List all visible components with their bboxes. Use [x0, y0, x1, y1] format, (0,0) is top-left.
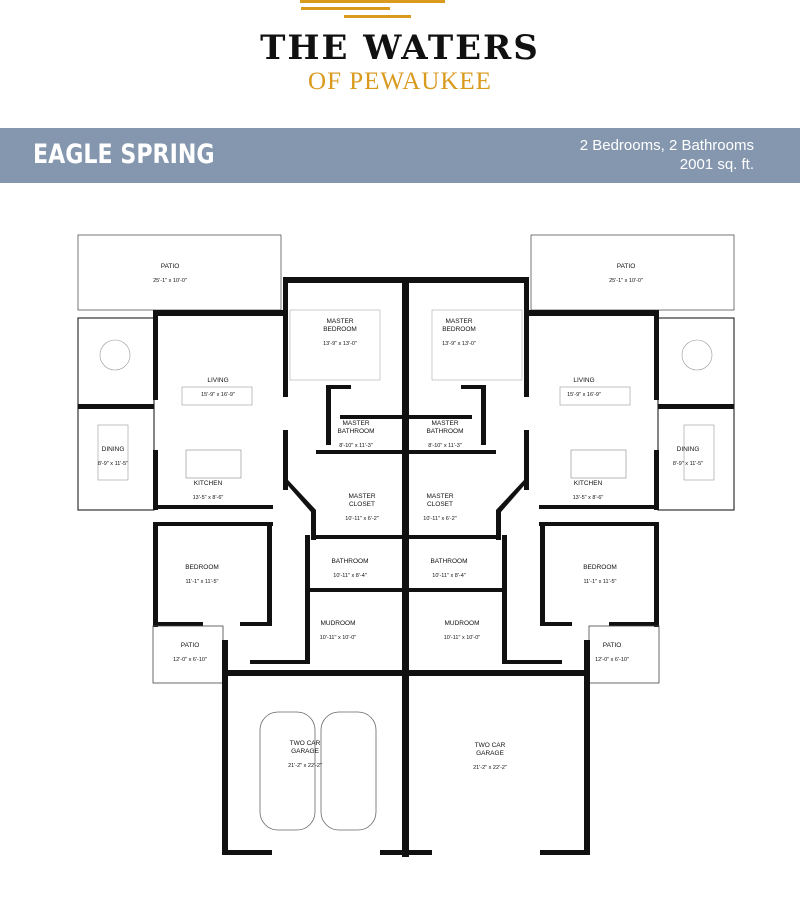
logo-title: THE WATERS [260, 28, 540, 68]
room-dimensions-left: 13'-9" x 13'-0" [323, 341, 357, 347]
room-name-right: MASTER [445, 318, 472, 325]
room-name-left: TWO CAR [290, 740, 321, 747]
room-dimensions-left: 25'-1" x 10'-0" [153, 278, 187, 284]
room-dimensions-right: 11'-1" x 11'-5" [583, 579, 616, 585]
logo-bar [300, 0, 445, 3]
room-dimensions-left: 10'-11" x 10'-0" [320, 635, 357, 641]
room-name-left: BATHROOM [337, 428, 374, 435]
room-name-right: MASTER [431, 420, 458, 427]
room-dimensions-right: 10'-11" x 8'-4" [432, 573, 465, 579]
room-dimensions-right: 25'-1" x 10'-0" [609, 278, 643, 284]
room-name-right: CLOSET [427, 501, 453, 508]
room-dimensions-right: 10'-11" x 10'-0" [444, 635, 481, 641]
square-footage: 2001 sq. ft. [679, 156, 754, 173]
model-info: 2 Bedrooms, 2 Bathrooms 2001 sq. ft. [580, 136, 754, 174]
room-dimensions-right: 10'-11" x 6'-2" [423, 516, 456, 522]
room-name-right: MASTER [426, 493, 453, 500]
room-dimensions-right: 12'-0" x 6'-10" [595, 657, 629, 663]
room-name-left: PATIO [181, 642, 200, 649]
room-dimensions-left: 12'-0" x 6'-10" [173, 657, 207, 663]
car-icon [259, 711, 377, 831]
room-name-right: BATHROOM [430, 558, 467, 565]
room-name-right: BATHROOM [426, 428, 463, 435]
room-name-left: BATHROOM [331, 558, 368, 565]
room-name-right: KITCHEN [574, 480, 603, 487]
room-name-left: BEDROOM [323, 326, 357, 333]
room-name-right: LIVING [573, 377, 594, 384]
beds-baths: 2 Bedrooms, 2 Bathrooms [579, 137, 754, 154]
room-name-right: PATIO [603, 642, 622, 649]
model-name: EAGLE SPRING [33, 139, 215, 170]
room-name-right: MUDROOM [444, 620, 479, 627]
room-name-right: PATIO [617, 263, 636, 270]
room-name-left: MUDROOM [320, 620, 355, 627]
logo-bar [301, 7, 390, 10]
room-dimensions-left: 8'-9" x 11'-5" [98, 461, 128, 467]
room-dimensions-left: 15'-9" x 16'-9" [201, 392, 235, 398]
room-name-left: PATIO [161, 263, 180, 270]
logo-subtitle: OF PEWAUKEE [308, 68, 492, 95]
room-name-left: BEDROOM [185, 564, 219, 571]
room-name-left: CLOSET [349, 501, 375, 508]
room-name-right: GARAGE [476, 750, 504, 757]
room-dimensions-left: 10'-11" x 6'-2" [345, 516, 378, 522]
room-name-left: LIVING [207, 377, 228, 384]
room-name-right: TWO CAR [475, 742, 506, 749]
unit-walls [77, 234, 409, 855]
room-dimensions-left: 10'-11" x 8'-4" [333, 573, 366, 579]
room-dimensions-right: 8'-9" x 11'-5" [673, 461, 703, 467]
logo: THE WATERS OF PEWAUKEE [0, 0, 800, 110]
logo-bar [344, 15, 411, 18]
room-dimensions-right: 15'-9" x 16'-9" [567, 392, 601, 398]
room-name-left: MASTER [326, 318, 353, 325]
room-name-left: DINING [102, 446, 125, 453]
room-dimensions-right: 21'-2" x 22'-2" [473, 765, 507, 771]
room-dimensions-right: 13'-9" x 13'-0" [442, 341, 476, 347]
room-dimensions-left: 13'-5" x 8'-6" [193, 495, 224, 501]
room-dimensions-left: 11'-1" x 11'-5" [185, 579, 218, 585]
room-dimensions-left: 8'-10" x 11'-3" [339, 443, 372, 449]
model-header: EAGLE SPRING 2 Bedrooms, 2 Bathrooms 200… [0, 128, 800, 183]
room-name-left: GARAGE [291, 748, 319, 755]
room-name-left: KITCHEN [194, 480, 223, 487]
room-dimensions-right: 13'-5" x 8'-6" [573, 495, 604, 501]
room-name-left: MASTER [348, 493, 375, 500]
room-dimensions-left: 21'-2" x 22'-2" [288, 763, 322, 769]
room-dimensions-right: 8'-10" x 11'-3" [428, 443, 461, 449]
room-name-right: BEDROOM [442, 326, 476, 333]
room-name-left: MASTER [342, 420, 369, 427]
party-wall [402, 277, 409, 857]
room-name-right: BEDROOM [583, 564, 617, 571]
room-name-right: DINING [677, 446, 700, 453]
